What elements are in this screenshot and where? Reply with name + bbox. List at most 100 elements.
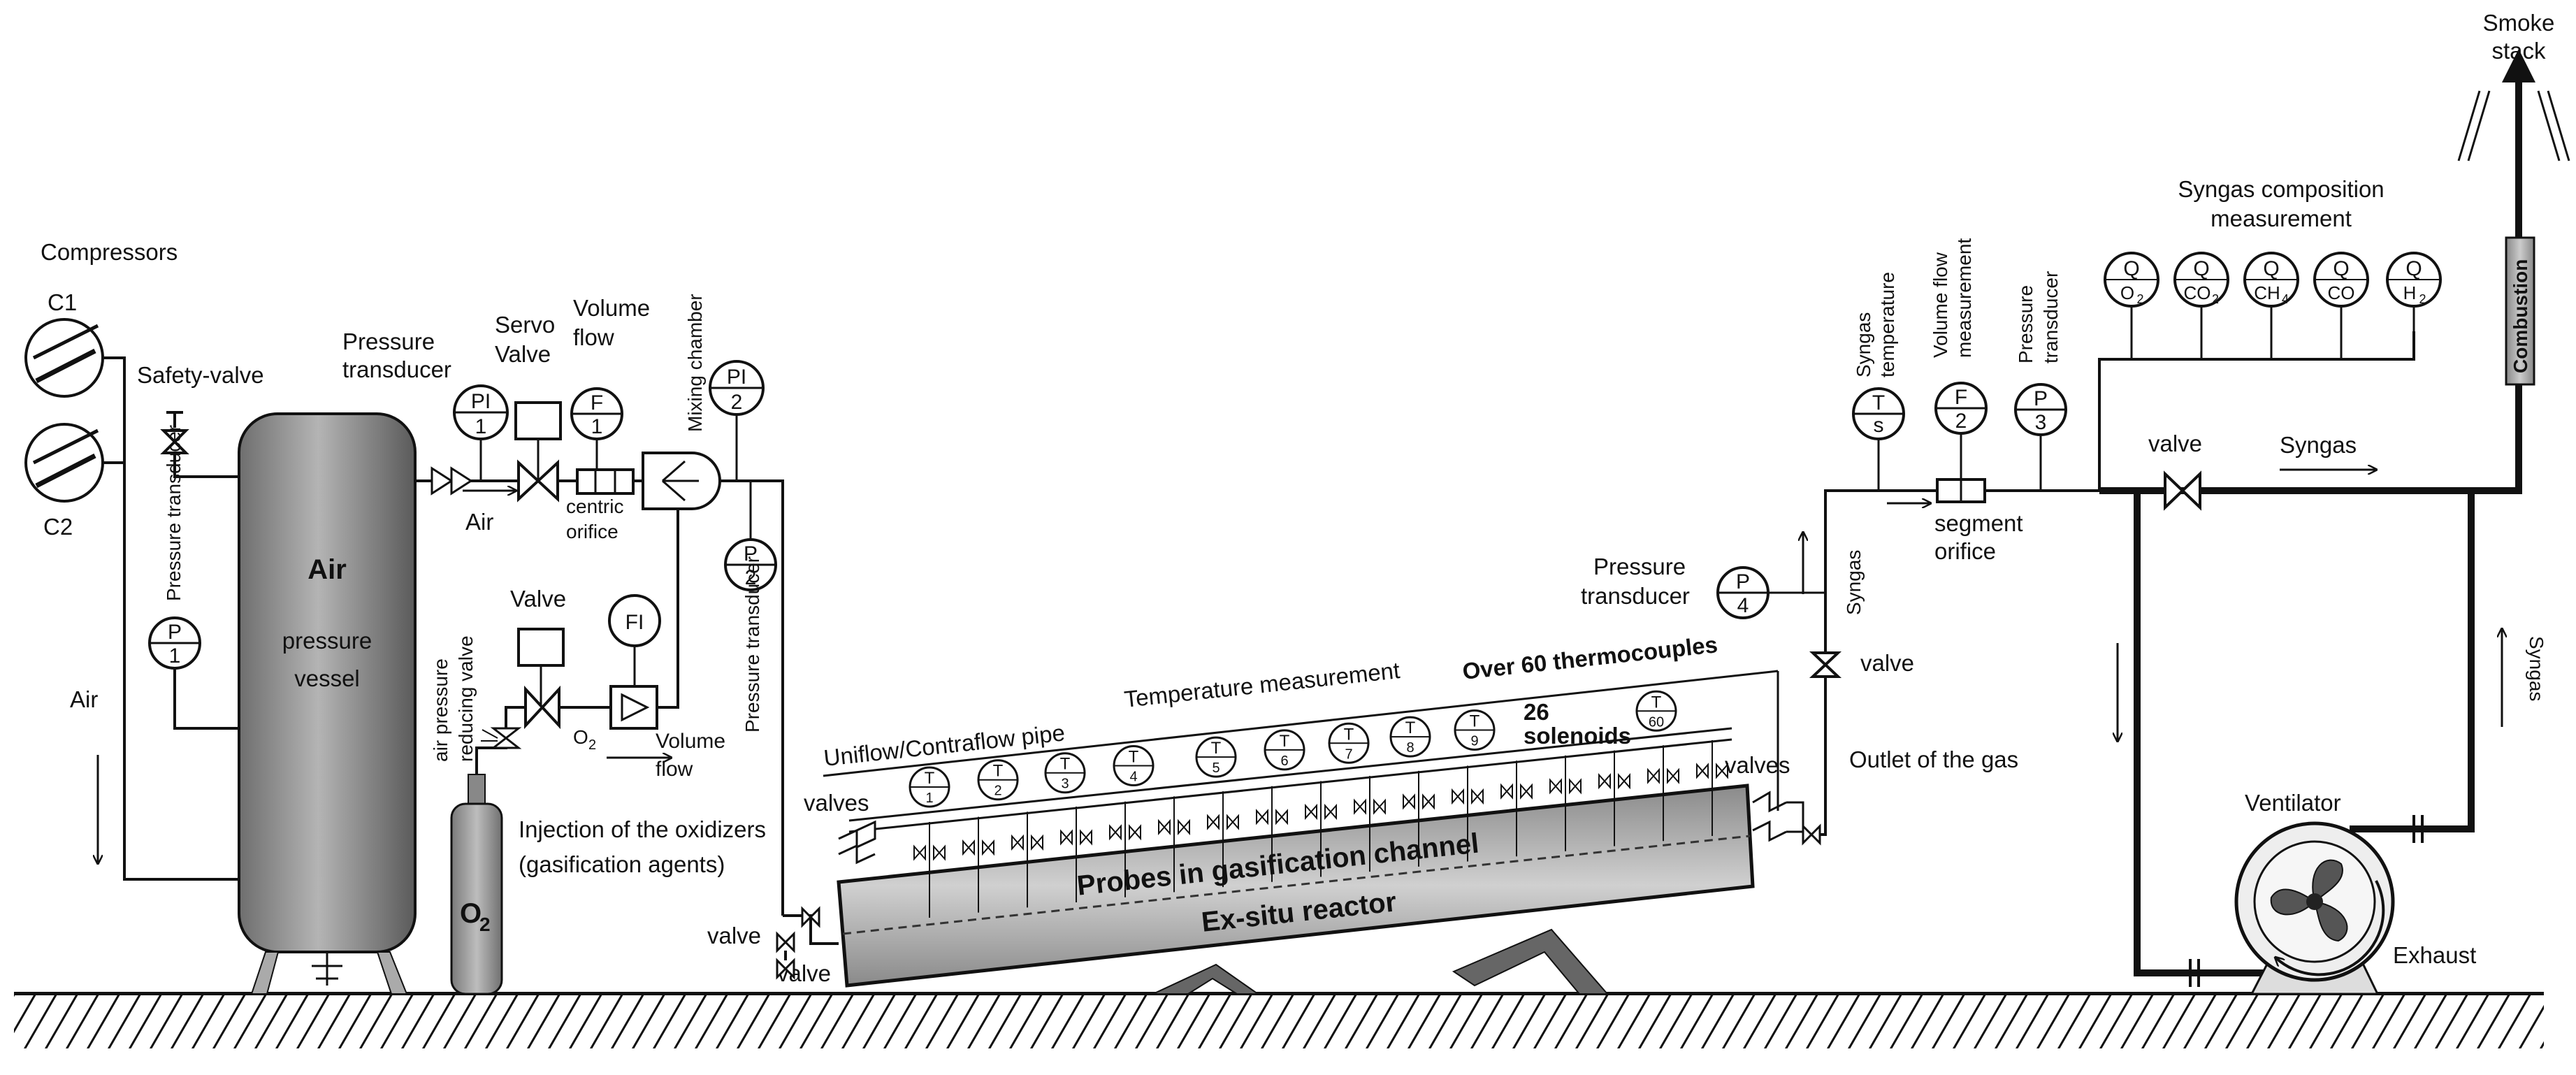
valves-left-label: valves	[804, 790, 869, 816]
gauge-gas-subscript: 2	[2137, 292, 2144, 306]
lower-valve-actuator-icon	[517, 628, 565, 667]
over60-label: Over 60 thermocouples	[1461, 631, 1719, 684]
ventilator-icon	[2234, 821, 2395, 995]
svg-text:PI: PI	[471, 390, 491, 413]
outlet: Pressure transducer P 4 Syngas valve Out…	[1581, 489, 2018, 836]
mixing-chamber-label: Mixing chamber	[684, 294, 706, 432]
thermocouple-gauge-icon: T4	[1113, 744, 1155, 786]
thermocouple-tag: T	[1344, 725, 1354, 744]
outlet-pressure-transducer-2: transducer	[1581, 583, 1690, 609]
svg-text:F: F	[1955, 386, 1967, 409]
thermocouple-tag: T	[1405, 719, 1416, 737]
svg-text:2: 2	[731, 391, 743, 414]
reactor: Probes in gasification channel Ex-situ r…	[707, 631, 1821, 995]
compressors-label: Compressors	[41, 239, 178, 265]
gauge-gas-subscript: 2	[2419, 292, 2426, 306]
probe-valve-icon	[1207, 814, 1239, 830]
right-syngas-label: Syngas	[2280, 432, 2357, 458]
thermocouple-tag: T	[1060, 755, 1071, 774]
thermocouple-gauge-icon: T3	[1044, 752, 1086, 794]
check-valve-icon	[430, 466, 454, 496]
thermocouple-number: 6	[1280, 753, 1288, 769]
pressure-transducer-meas-label-2: transducer	[2040, 271, 2062, 363]
gauge-q-tag: Q	[2263, 257, 2279, 280]
solenoids-label-1: 26	[1524, 699, 1549, 725]
probe-valve-icon	[1060, 829, 1092, 846]
solenoids-label-2: solenoids	[1524, 723, 1631, 749]
lower-feed-line: air pressure reducing valve Valve FI O 2…	[430, 509, 766, 877]
svg-text:2: 2	[479, 914, 491, 935]
svg-text:T: T	[1872, 391, 1885, 414]
p1-pressure-transducer-label: Pressure transducer	[163, 425, 184, 601]
pressure-transducer-meas-label-1: Pressure	[2015, 285, 2036, 363]
reducing-valve-icon	[490, 727, 522, 749]
thermocouple-tag: T	[1211, 739, 1222, 758]
pressure-transducer-p1: Pressure transducer P 1	[148, 425, 241, 730]
exhaust-label: Exhaust	[2393, 942, 2476, 968]
composition-title-1: Syngas composition	[2178, 176, 2384, 202]
o2-cylinder-label: O	[460, 898, 482, 929]
thermocouple-tag: T	[1470, 712, 1480, 730]
composition-gauge-icon: QCO	[2313, 252, 2369, 359]
air-left-label: Air	[70, 686, 98, 712]
probe-valve-icon	[1549, 778, 1582, 795]
thermocouple-tag: T	[993, 762, 1004, 781]
gauge-q-tag: Q	[2193, 257, 2209, 280]
vessel-line2: vessel	[294, 665, 360, 691]
temperature-measurement-label: Temperature measurement	[1123, 657, 1401, 712]
svg-text:FI: FI	[625, 611, 644, 634]
syngas-temperature-label-1: Syngas	[1853, 312, 1874, 377]
smoke-stack-label-1: Smoke	[2483, 10, 2555, 36]
centric-orifice-icon	[576, 468, 635, 495]
gauge-gas-label: CH	[2254, 282, 2280, 303]
gauge-gas-label: CO	[2328, 282, 2355, 303]
valves-right-label: valves	[1725, 752, 1790, 778]
svg-text:3: 3	[2035, 411, 2047, 434]
svg-text:F: F	[591, 391, 603, 414]
volume-flow-meas-label-1: Volume flow	[1930, 252, 1951, 358]
probe-valve-icon	[1011, 834, 1043, 851]
thermocouple-number: 8	[1406, 740, 1414, 756]
outlet-pressure-transducer-1: Pressure	[1593, 554, 1686, 579]
outlet-valve-label: valve	[1860, 650, 1914, 676]
valve-low2-label: valve	[777, 960, 831, 986]
thermocouple-gauge-icon: T9	[1454, 709, 1496, 751]
svg-text:1: 1	[591, 415, 603, 438]
servo-actuator-icon	[514, 401, 562, 440]
svg-text:P: P	[744, 542, 758, 565]
svg-text:P: P	[168, 621, 182, 644]
combustion-box	[2505, 236, 2535, 386]
syngas-temperature-label-2: temperature	[1876, 272, 1898, 377]
syngas-vertical-label: Syngas	[2526, 636, 2547, 701]
svg-text:P: P	[1736, 570, 1750, 593]
probe-valve-icon	[1500, 783, 1533, 800]
smoke-stack-arrow-icon	[2502, 49, 2535, 82]
air-pressure-vessel: Air pressure vessel	[238, 412, 417, 995]
gauge-q-tag: Q	[2405, 257, 2422, 280]
svg-text:PI: PI	[727, 366, 746, 389]
gauge-gas-label: CO	[2184, 282, 2211, 303]
right-valve-icon	[2164, 470, 2201, 511]
probe-valve-icon	[1354, 798, 1386, 815]
thermocouple-gauge-icon: T60	[1635, 690, 1677, 732]
svg-text:s: s	[1874, 414, 1884, 437]
thermocouple-number: 3	[1061, 777, 1069, 792]
thermocouple-gauge-icon: T8	[1389, 716, 1431, 758]
thermocouple-number: 4	[1129, 769, 1137, 784]
svg-text:2: 2	[745, 566, 757, 589]
servo-valve-icon	[517, 459, 559, 503]
composition-title-2: measurement	[2210, 205, 2352, 231]
injection-line2: (gasification agents)	[519, 851, 725, 877]
right-valve-label: valve	[2148, 431, 2202, 456]
svg-text:2: 2	[588, 737, 596, 753]
svg-text:2: 2	[1955, 410, 1967, 433]
